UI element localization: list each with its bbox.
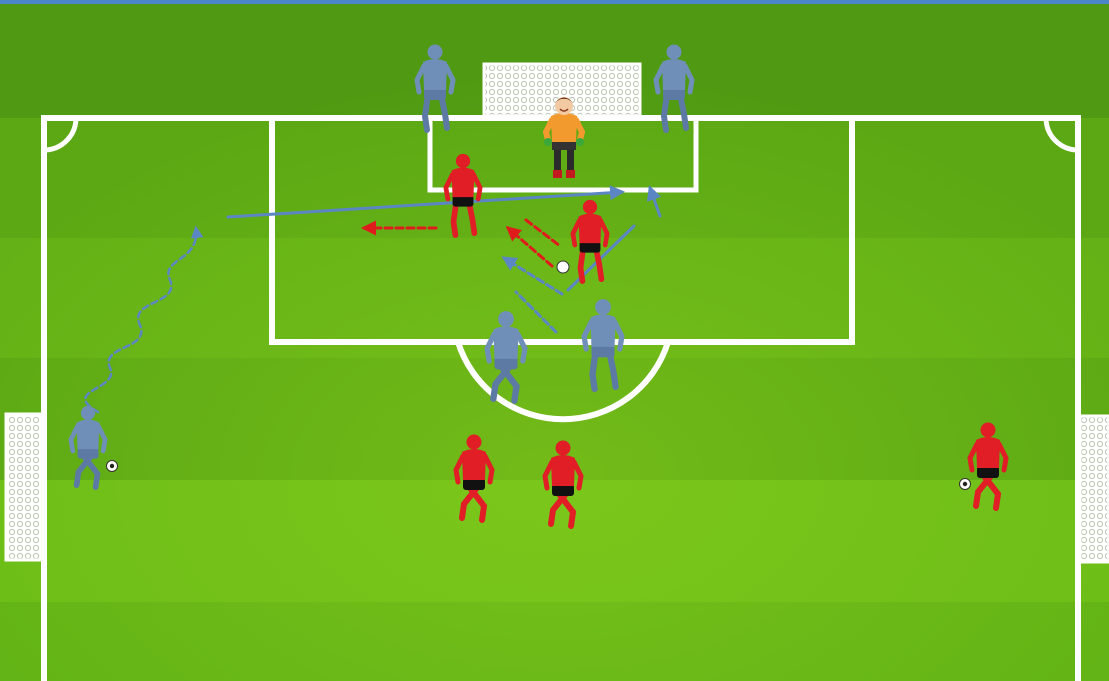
ball-in-box <box>557 261 569 273</box>
ball-wide-right <box>960 479 971 490</box>
right-side-goal <box>1080 416 1109 562</box>
ball-wide-left <box>107 461 118 472</box>
left-side-goal <box>6 414 42 560</box>
top-border <box>0 0 1109 4</box>
